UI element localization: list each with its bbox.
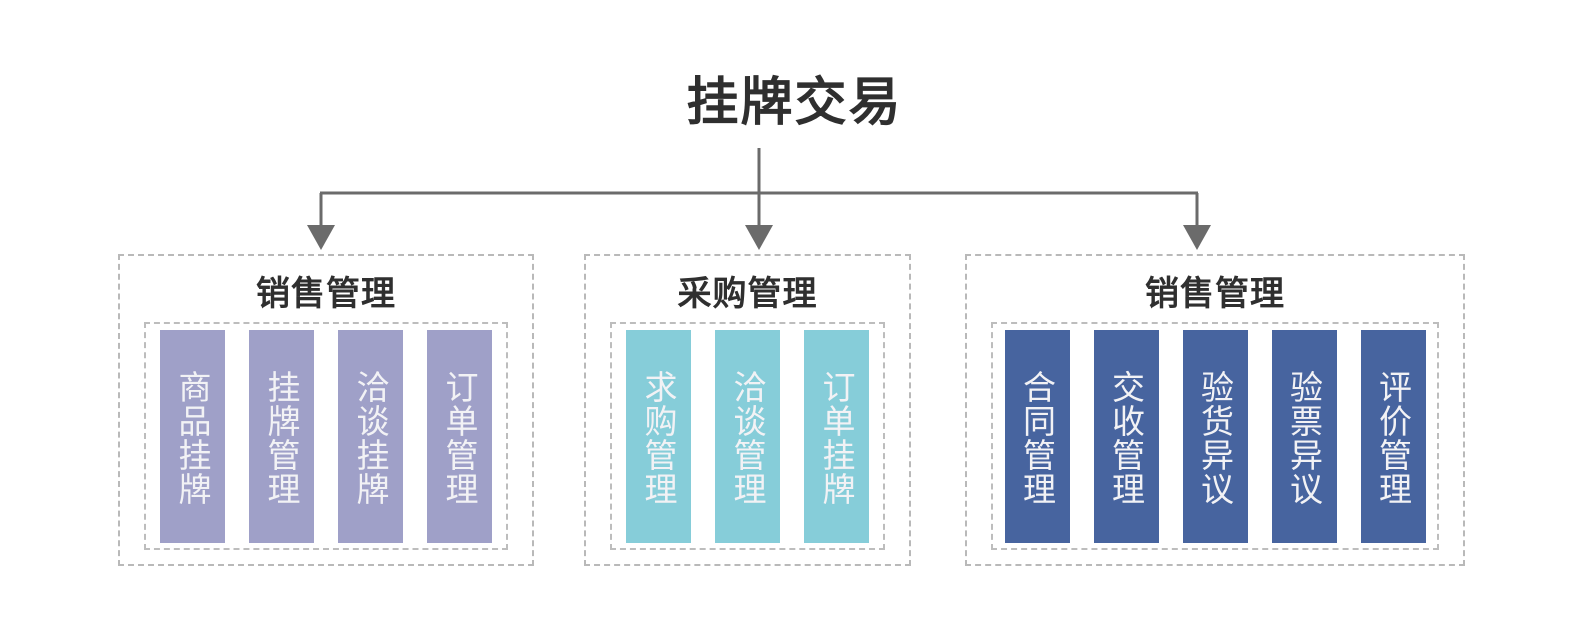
group-title: 销售管理 (1145, 274, 1285, 314)
module-card[interactable]: 订单挂牌 (804, 329, 869, 543)
module-card[interactable]: 商品挂牌 (160, 329, 225, 543)
module-card[interactable]: 挂牌管理 (249, 329, 314, 543)
group-row: 销售管理 商品挂牌 挂牌管理 洽谈挂牌 订单管理 采购管理 求购管理 洽谈管理 … (0, 254, 1589, 574)
arrow-head-center-icon (745, 225, 773, 250)
group-card-container: 求购管理 洽谈管理 订单挂牌 (610, 322, 885, 550)
group-title: 采购管理 (677, 274, 818, 314)
group-purchase-management[interactable]: 采购管理 求购管理 洽谈管理 订单挂牌 (584, 254, 911, 566)
page-title: 挂牌交易 (686, 73, 903, 133)
module-card[interactable]: 订单管理 (427, 329, 492, 543)
module-card[interactable]: 求购管理 (626, 329, 691, 543)
card-list: 商品挂牌 挂牌管理 洽谈挂牌 订单管理 (160, 329, 492, 543)
card-list: 合同管理 交收管理 验货异议 验票异议 评价管理 (1004, 329, 1426, 543)
module-card[interactable]: 验票异议 (1271, 329, 1337, 543)
card-list: 求购管理 洽谈管理 订单挂牌 (626, 329, 869, 543)
module-card[interactable]: 合同管理 (1004, 329, 1070, 543)
group-card-container: 商品挂牌 挂牌管理 洽谈挂牌 订单管理 (144, 322, 508, 550)
module-card[interactable]: 评价管理 (1360, 329, 1426, 543)
module-card[interactable]: 交收管理 (1093, 329, 1159, 543)
group-title: 销售管理 (256, 274, 396, 314)
module-card[interactable]: 洽谈挂牌 (338, 329, 403, 543)
module-card[interactable]: 验货异议 (1182, 329, 1248, 543)
group-sales-listing[interactable]: 销售管理 商品挂牌 挂牌管理 洽谈挂牌 订单管理 (118, 254, 534, 566)
arrow-head-right-icon (1183, 225, 1211, 250)
module-card[interactable]: 洽谈管理 (715, 329, 780, 543)
group-card-container: 合同管理 交收管理 验货异议 验票异议 评价管理 (991, 322, 1439, 550)
group-sales-fulfilment[interactable]: 销售管理 合同管理 交收管理 验货异议 验票异议 评价管理 (965, 254, 1465, 566)
arrow-head-left-icon (307, 225, 335, 250)
